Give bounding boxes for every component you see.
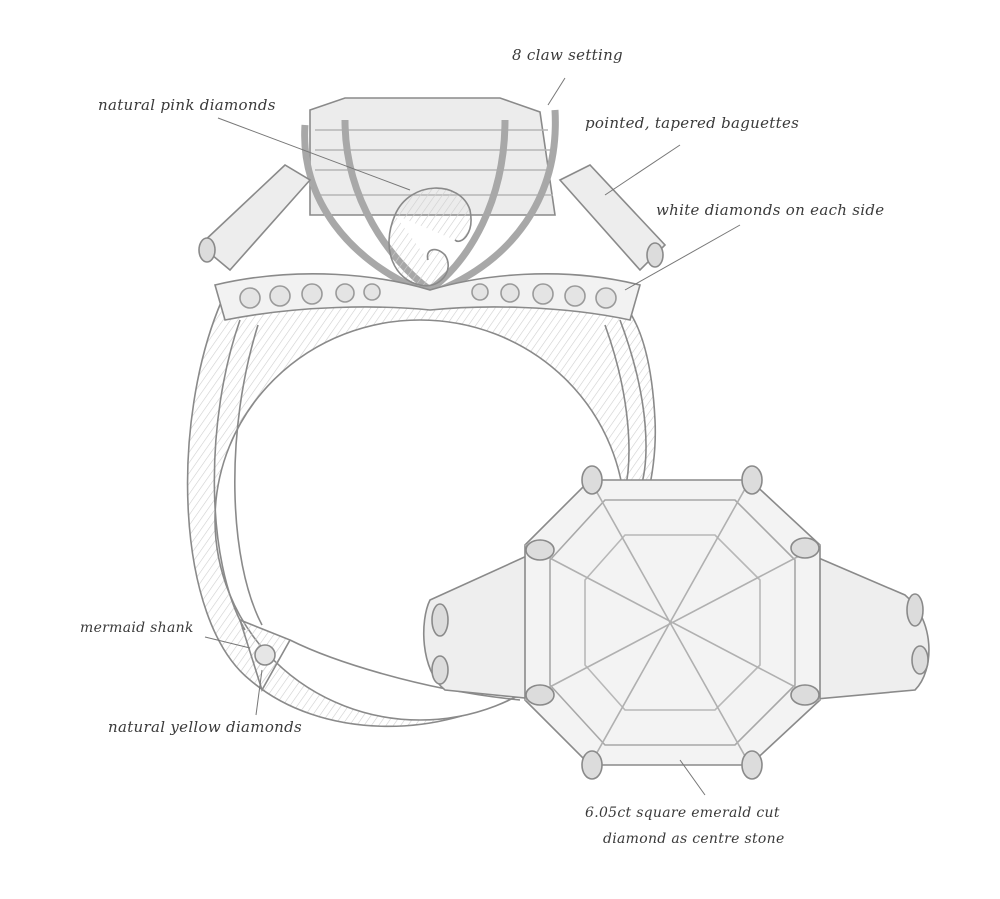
label-claw-setting: 8 claw setting	[512, 46, 623, 64]
label-centre-stone: 6.05ct square emerald cut diamond as cen…	[585, 800, 825, 852]
annotation-leaders	[204, 77, 741, 796]
label-centre-stone-line1: 6.05ct square emerald cut	[585, 805, 780, 821]
label-mermaid-shank: mermaid shank	[80, 620, 194, 636]
label-centre-stone-line2: diamond as centre stone	[603, 831, 785, 847]
side-view-head	[198, 97, 667, 321]
label-yellow-diamonds: natural yellow diamonds	[108, 718, 303, 736]
label-white-diamonds: white diamonds on each side	[656, 201, 885, 219]
label-baguettes: pointed, tapered baguettes	[585, 114, 800, 132]
top-view-ring	[422, 465, 930, 780]
label-pink-diamonds: natural pink diamonds	[98, 96, 276, 114]
